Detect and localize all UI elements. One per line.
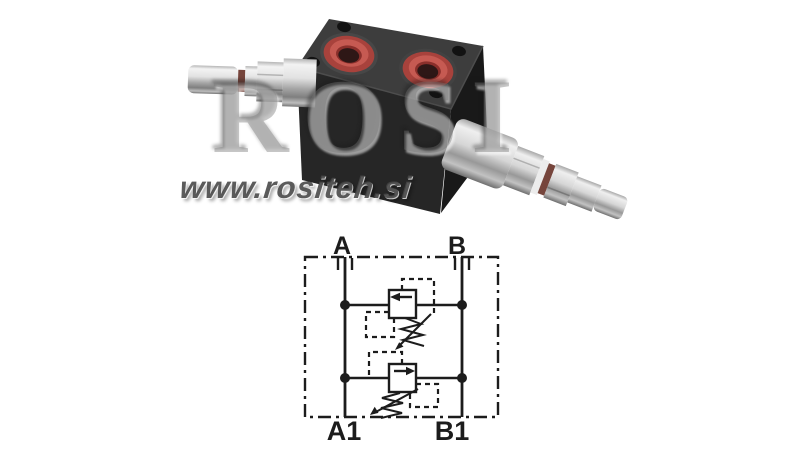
schematic-labels: A B A1 B1	[327, 232, 470, 446]
port-ticks	[336, 258, 471, 270]
block-front-face	[297, 67, 451, 214]
relief-valve-upper	[364, 277, 436, 347]
mounting-holes	[306, 21, 466, 99]
port-label-a: A	[333, 232, 351, 260]
right-cartridge-valve	[441, 119, 628, 220]
port-b	[399, 48, 457, 92]
relief-valve-lower	[367, 350, 440, 419]
left-cartridge-valve	[187, 58, 317, 108]
schematic-boundary	[303, 255, 500, 419]
port-label-b1: B1	[435, 416, 470, 446]
port-label-b: B	[448, 232, 466, 260]
hydraulic-schematic: A B A1 B1	[303, 232, 500, 446]
block-edge-highlight	[296, 45, 484, 110]
port-label-a1: A1	[327, 416, 362, 446]
valve-photo	[187, 19, 628, 220]
port-a	[320, 32, 378, 76]
junction-dots	[340, 292, 467, 415]
